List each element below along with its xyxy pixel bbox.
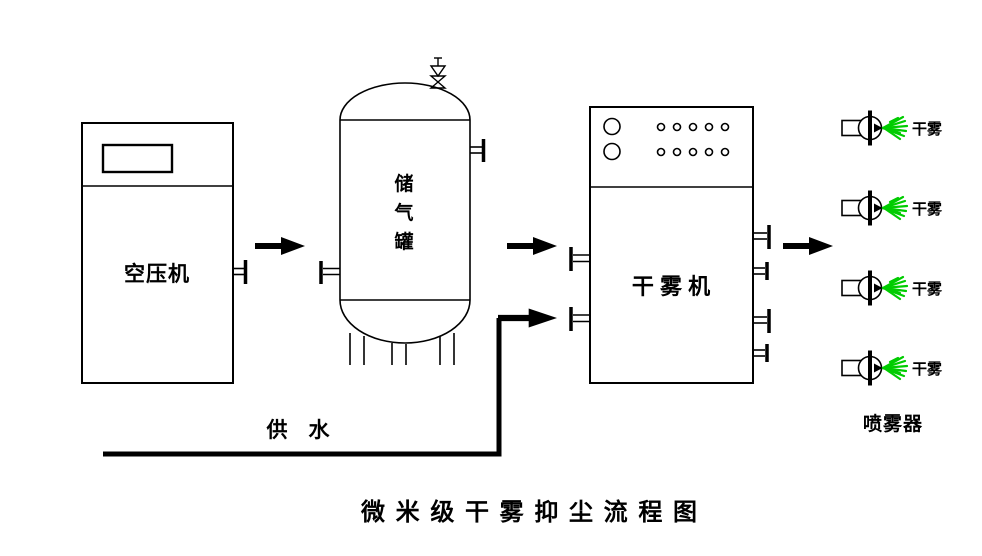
tank-legs [349, 333, 455, 365]
indicator-light-small [672, 122, 682, 132]
indicator-light-large [603, 117, 621, 136]
indicator-light-small [688, 147, 698, 157]
sprayer-label: 干雾 [912, 200, 943, 218]
indicator-light-small [688, 122, 698, 132]
indicator-light-small [656, 122, 666, 132]
sprayer-label: 干雾 [912, 280, 943, 298]
sprayer-label: 干雾 [912, 360, 943, 378]
fog-machine-body [589, 106, 754, 384]
indicator-light-small [704, 122, 714, 132]
tank-label-char: 罐 [393, 230, 413, 253]
indicator-light-small [656, 147, 666, 157]
fog-machine-outlet-port-3 [753, 309, 771, 333]
fog-machine-water-inlet-port [569, 307, 590, 331]
air-storage-tank: 储 气 罐 [319, 57, 486, 365]
fog-machine-outlet-port-2 [753, 262, 769, 280]
tank-top-dome [339, 82, 471, 121]
fog-machine-outlet-port-1 [753, 225, 771, 249]
indicator-light-small [672, 147, 682, 157]
sprayer-label: 干雾 [912, 120, 943, 138]
sprayer-unit-4: 干雾 [840, 348, 943, 388]
sprayer-unit-1: 干雾 [840, 108, 943, 148]
compressor-display-panel [101, 143, 174, 174]
sprayer-group-label: 喷雾器 [863, 413, 923, 435]
tank-outlet-port [470, 139, 486, 162]
air-compressor: 空压机 [81, 122, 248, 384]
tank-bottom-dome [339, 299, 471, 344]
fog-machine-label: 干 雾 机 [632, 274, 710, 299]
water-pipe [103, 318, 502, 457]
compressor-outlet-port [233, 260, 248, 284]
tank-body [339, 119, 471, 301]
indicator-light-large [603, 142, 621, 161]
fog-machine-outlet-port-4 [753, 344, 769, 362]
tank-safety-valve [429, 57, 447, 89]
water-supply-label: 供 水 [266, 418, 331, 442]
indicator-light-small [720, 147, 730, 157]
fog-machine-air-inlet-port [569, 247, 590, 271]
fog-machine-indicator-lights [603, 117, 730, 161]
tank-inlet-port [319, 261, 340, 284]
dry-fog-machine: 干 雾 机 [569, 106, 771, 384]
tank-label-char: 气 [393, 201, 413, 224]
tank-label-char: 储 [394, 172, 413, 195]
compressor-label: 空压机 [124, 262, 190, 286]
sprayer-unit-3: 干雾 [840, 268, 943, 308]
indicator-light-small [720, 122, 730, 132]
water-supply-line: 供 水 [103, 308, 557, 457]
indicator-light-small [704, 147, 714, 157]
sprayer-unit-2: 干雾 [840, 188, 943, 228]
diagram-title: 微 米 级 干 雾 抑 尘 流 程 图 [360, 498, 699, 526]
